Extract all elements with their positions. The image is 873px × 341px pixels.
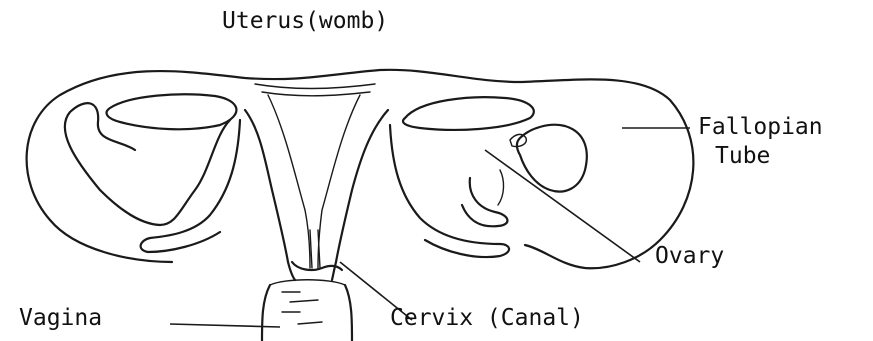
right-ovary [403,97,534,130]
right-hanging-tube [462,178,507,226]
fallopian-tube-label-line2: Tube [715,145,770,168]
left-lower-tube [141,120,240,252]
cervix-label: Cervix (Canal) [390,307,584,330]
uterus-right-wall [332,110,388,280]
vagina-label: Vagina [19,307,102,330]
right-tube-detail [498,170,504,205]
vaginal-texture [282,292,322,324]
fundus-texture [255,84,375,96]
vagina-leader [170,324,280,327]
fallopian-tube-label-line1: Fallopian [698,116,823,139]
uterus-left-wall [245,110,295,280]
uterus-label: Uterus(womb) [222,10,388,33]
left-tube-inner [65,103,230,225]
vagina-top [270,280,345,285]
ovary-label: Ovary [655,245,724,268]
uterus-outline [27,70,694,268]
right-lower-tube [390,125,509,257]
vagina-outline [262,285,352,341]
uterine-cavity-left [268,95,310,268]
left-ovary [107,94,237,129]
